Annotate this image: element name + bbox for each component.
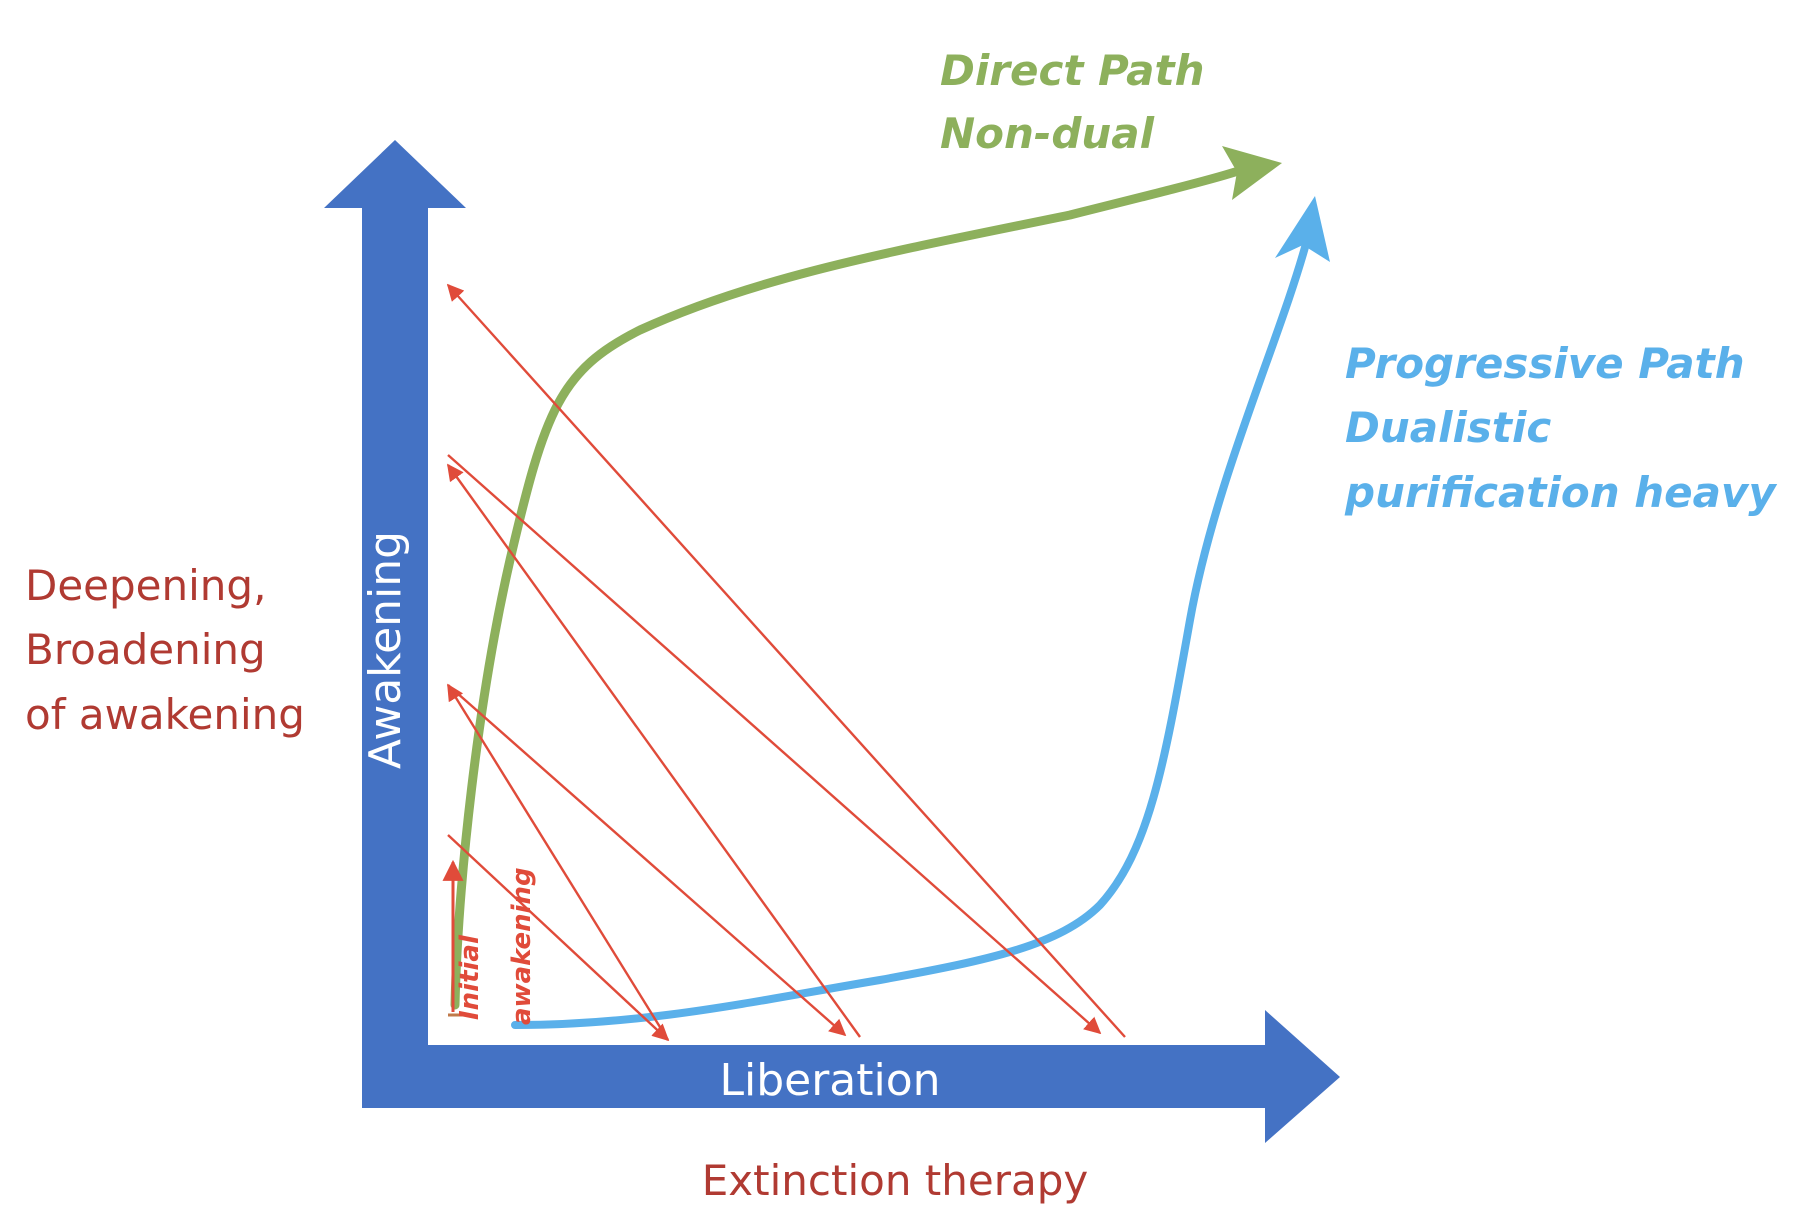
red-arrow-2 [446, 683, 670, 1041]
direct-path-label-line-1: Direct Path [940, 46, 1204, 95]
red-arrow-6 [446, 283, 1126, 1038]
red-arrow-5 [447, 454, 1102, 1035]
progressive-path-label-line-2: Dualistic [1345, 403, 1551, 452]
direct-path-curve [450, 167, 1240, 1010]
extinction-therapy-label: Extinction therapy [702, 1156, 1089, 1205]
initial-label: Initial [455, 934, 485, 1020]
initial-awakening-arrow [442, 859, 470, 1017]
awakening-small-label: awakening [507, 867, 537, 1025]
side-label-line-2: Broadening [25, 625, 266, 674]
awakening-axis-label: Awakening [360, 531, 411, 769]
progressive-path-label-line-1: Progressive Path [1345, 339, 1745, 388]
side-label-line-3: of awakening [25, 690, 305, 739]
progressive-path-label-line-3: purification heavy [1344, 468, 1777, 517]
red-arrow-1 [447, 834, 670, 1042]
liberation-axis-arrow [362, 1010, 1340, 1143]
progressive-path-arrowhead [1275, 196, 1330, 262]
direct-path-arrowhead [1222, 146, 1282, 200]
side-label-line-1: Deepening, [25, 561, 266, 610]
red-arrows [446, 283, 1126, 1042]
progressive-path-curve [511, 236, 1311, 1029]
red-arrow-3 [447, 684, 847, 1037]
direct-path-label-line-2: Non-dual [940, 109, 1155, 158]
awakening-axis-arrow [324, 140, 466, 1105]
red-arrow-4 [447, 463, 861, 1038]
liberation-axis-label: Liberation [719, 1055, 940, 1106]
